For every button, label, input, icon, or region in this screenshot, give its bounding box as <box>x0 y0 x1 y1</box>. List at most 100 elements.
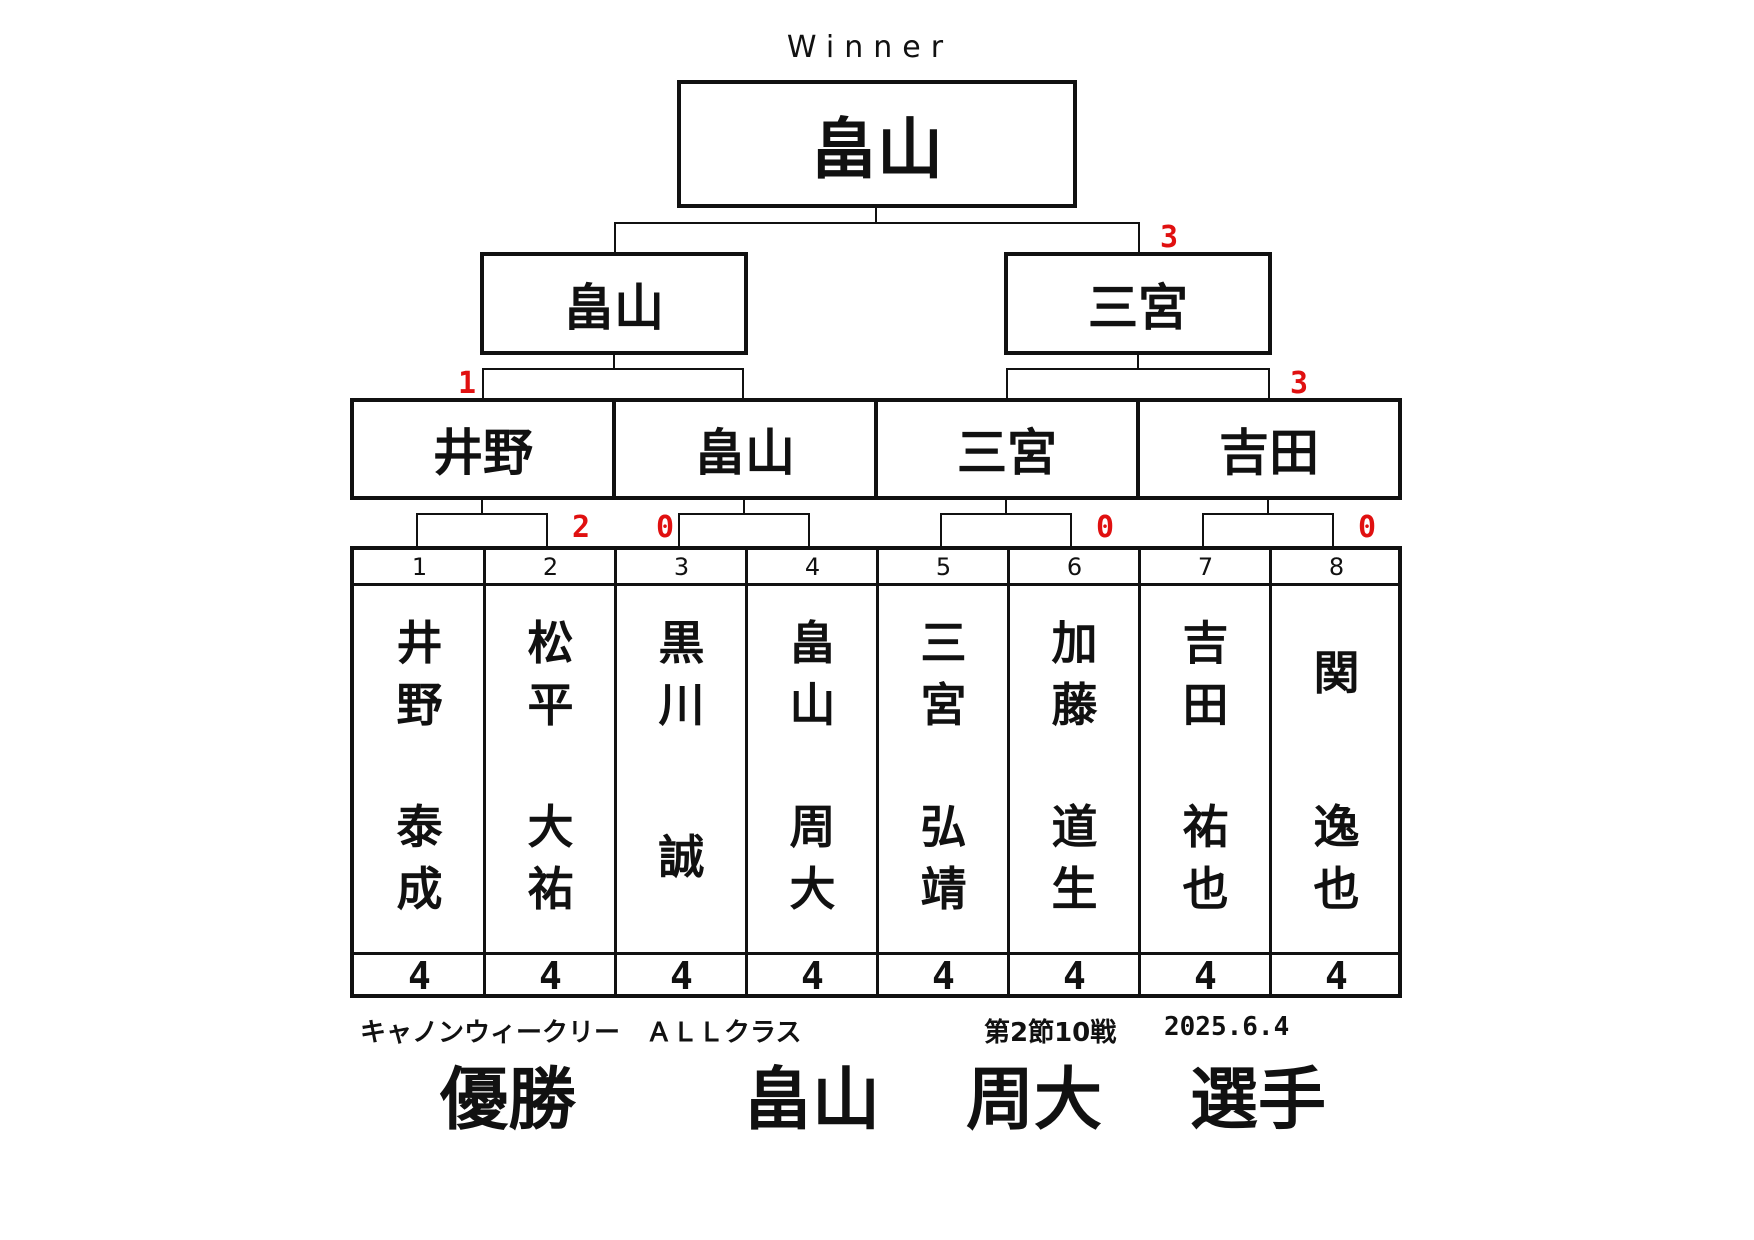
connector <box>1070 513 1072 547</box>
connector <box>742 368 744 400</box>
semifinalist-name: 三宮 <box>957 424 1057 482</box>
name-char: 黒 <box>658 616 705 670</box>
name-char: 逸 <box>1313 800 1360 854</box>
player-surname: 吉 田 <box>1140 612 1271 736</box>
player-points: 4 <box>408 954 431 998</box>
name-char: 三 <box>920 616 967 670</box>
seed-number: 2 <box>542 553 559 581</box>
finalist-score: 3 <box>1160 220 1179 255</box>
connector <box>1202 513 1204 547</box>
winner-label: Winner <box>786 30 954 65</box>
connector <box>613 355 615 369</box>
player-given-name: 逸 也 <box>1271 796 1402 920</box>
semifinalist-box-3: 三宮 <box>874 398 1140 500</box>
connector <box>1138 222 1140 254</box>
player-points: 4 <box>1194 954 1217 998</box>
connector <box>678 513 680 547</box>
player-name-cell: 加 藤 道 生 <box>1009 586 1140 952</box>
player-surname: 畠 山 <box>747 612 878 736</box>
finalist-box-left: 畠山 <box>480 252 748 355</box>
seed-number: 7 <box>1197 553 1214 581</box>
player-points: 4 <box>539 954 562 998</box>
name-char: 平 <box>527 678 574 732</box>
player-name-cell: 井 野 泰 成 <box>354 586 485 952</box>
connector <box>481 500 483 514</box>
player-given-name: 祐 也 <box>1140 796 1271 920</box>
player-points: 4 <box>670 954 693 998</box>
player-surname: 加 藤 <box>1009 612 1140 736</box>
column-divider <box>483 550 486 994</box>
seed-number: 3 <box>673 553 690 581</box>
first-round-score: 0 <box>1358 510 1377 545</box>
champion-surname: 畠山 <box>744 1061 881 1140</box>
connector <box>940 513 942 547</box>
connector <box>416 513 548 515</box>
connector <box>808 513 810 547</box>
connector <box>1006 368 1008 400</box>
connector <box>614 222 616 254</box>
semifinalist-name: 吉田 <box>1219 424 1319 482</box>
player-points: 4 <box>1063 954 1086 998</box>
name-char: 弘 <box>920 800 967 854</box>
name-char: 田 <box>1182 678 1229 732</box>
name-char: 井 <box>396 616 443 670</box>
player-given-name: 泰 成 <box>354 796 485 920</box>
name-char: 靖 <box>920 862 967 916</box>
name-char: 生 <box>1051 862 1098 916</box>
column-divider <box>614 550 617 994</box>
player-name-cell: 畠 山 周 大 <box>747 586 878 952</box>
player-given-name: 誠 <box>616 826 747 888</box>
connector <box>614 222 1140 224</box>
connector <box>1268 368 1270 400</box>
name-char: 祐 <box>1182 800 1229 854</box>
player-name-cell: 三 宮 弘 靖 <box>878 586 1009 952</box>
semifinalist-box-2: 畠山 <box>612 398 878 500</box>
finalist-box-right: 三宮 <box>1004 252 1272 355</box>
player-name-cell: 関 逸 也 <box>1271 586 1402 952</box>
name-char: 大 <box>527 800 574 854</box>
connector <box>1202 513 1334 515</box>
player-table: 1 井 野 泰 成 4 2 松 平 大 祐 4 3 黒 川 誠 4 <box>350 546 1402 998</box>
semifinalist-score: 1 <box>458 366 477 401</box>
connector <box>416 513 418 547</box>
name-char: 吉 <box>1182 616 1229 670</box>
seed-number: 8 <box>1328 553 1345 581</box>
semifinalist-box-1: 井野 <box>350 398 616 500</box>
name-char: 誠 <box>658 830 705 884</box>
seed-number: 6 <box>1066 553 1083 581</box>
event-date: 2025.6.4 <box>1164 1012 1290 1042</box>
honorific: 選手 <box>1190 1061 1327 1140</box>
connector <box>743 500 745 514</box>
player-points: 4 <box>801 954 824 998</box>
player-surname: 黒 川 <box>616 612 747 736</box>
name-char: 藤 <box>1051 678 1098 732</box>
first-round-score: 2 <box>572 510 591 545</box>
name-char: 川 <box>658 678 705 732</box>
champion-given-name: 周大 <box>966 1061 1103 1140</box>
connector <box>546 513 548 547</box>
connector <box>1006 368 1270 370</box>
player-surname: 三 宮 <box>878 612 1009 736</box>
player-name-cell: 吉 田 祐 也 <box>1140 586 1271 952</box>
seed-number: 4 <box>804 553 821 581</box>
player-given-name: 大 祐 <box>485 796 616 920</box>
semifinalist-score: 3 <box>1290 366 1309 401</box>
event-name: キャノンウィークリー ＡＬＬクラス <box>360 1018 802 1048</box>
connector <box>1137 355 1139 369</box>
semifinalist-box-4: 吉田 <box>1136 398 1402 500</box>
name-char: 泰 <box>396 800 443 854</box>
name-char: 道 <box>1051 800 1098 854</box>
name-char: 成 <box>396 862 443 916</box>
round-info: 第2節10戦 <box>984 1018 1117 1048</box>
player-points: 4 <box>932 954 955 998</box>
connector <box>940 513 1072 515</box>
name-char: 周 <box>789 800 836 854</box>
connector <box>482 368 744 370</box>
champion-box: 畠山 <box>677 80 1077 208</box>
first-round-score: 0 <box>1096 510 1115 545</box>
player-surname: 関 <box>1271 642 1402 704</box>
name-char: 也 <box>1313 862 1360 916</box>
connector <box>875 208 877 222</box>
player-points: 4 <box>1325 954 1348 998</box>
connector <box>1005 500 1007 514</box>
